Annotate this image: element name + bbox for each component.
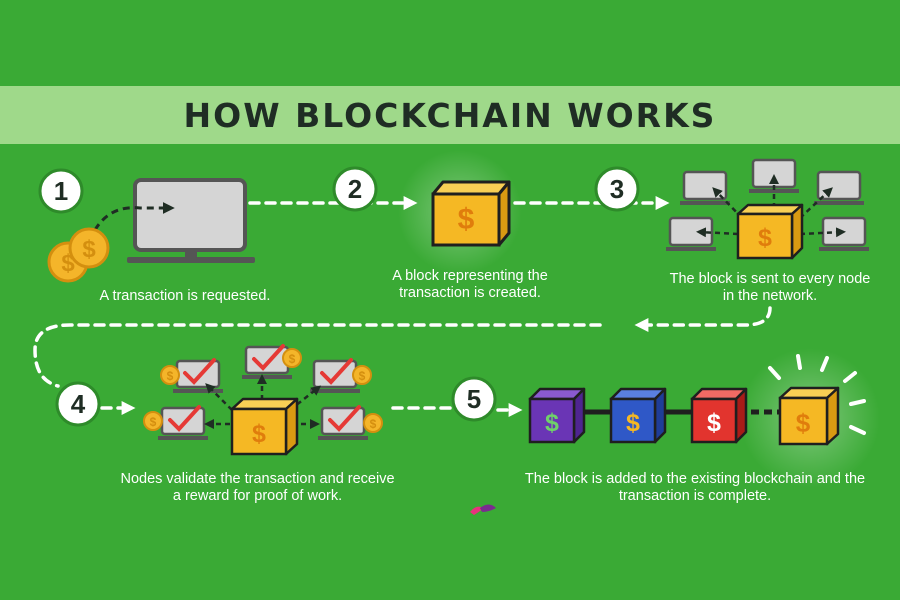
step-4-badge: 4 [55, 381, 101, 427]
coin-icon: $ $ [47, 227, 110, 283]
network-arrows [696, 174, 846, 238]
step-1-caption: A transaction is requested. [99, 288, 271, 304]
check-icon [183, 358, 216, 385]
block-icon: $ [736, 203, 804, 260]
computer-icon [127, 178, 255, 263]
check-icon [168, 405, 201, 432]
check-icon [252, 344, 285, 371]
computer-icon [814, 170, 864, 205]
coin-symbol: $ [167, 369, 174, 383]
arrow-return [33, 323, 602, 388]
validator-node: $ [242, 344, 302, 379]
coin-symbol: $ [370, 417, 377, 431]
validator-node: $ [318, 405, 383, 440]
step-4-caption: Nodes validate the transaction and recei… [120, 471, 395, 504]
computer-icon [819, 216, 869, 251]
coin-icon [282, 348, 302, 368]
coin-icon [143, 411, 163, 431]
coin-symbol: $ [150, 415, 157, 429]
step-5-number: 5 [467, 384, 481, 414]
block-symbol: $ [458, 203, 475, 236]
coin-symbol: $ [359, 369, 366, 383]
logo-icon [470, 504, 496, 515]
computer-icon [680, 170, 730, 205]
step-3-caption: The block is sent to every node in the n… [669, 271, 871, 304]
step-5-caption: The block is added to the existing block… [524, 471, 866, 504]
validator-node: $ [310, 358, 372, 393]
block-symbol: $ [545, 409, 559, 437]
validator-nodes: $ $ $ $ [143, 344, 383, 456]
computer-icon [666, 216, 716, 251]
validator-node: $ [160, 358, 223, 393]
block-icon: $ [431, 180, 511, 247]
coin-symbol: $ [82, 236, 96, 263]
network-nodes: $ [666, 158, 869, 260]
block-symbol: $ [626, 409, 640, 437]
block-icon-new: $ [778, 386, 840, 446]
step-1-badge: 1 [38, 168, 84, 214]
shine-rays [768, 354, 866, 435]
coin-icon [160, 365, 180, 385]
check-icon [328, 405, 361, 432]
step-3-badge: 3 [594, 166, 640, 212]
title-banner [0, 86, 900, 144]
block-icon: $ [230, 397, 299, 456]
arrow-3-down [634, 306, 772, 332]
block-symbol: $ [252, 420, 266, 448]
block-icon-red: $ [690, 387, 748, 444]
flow-paths [33, 196, 772, 417]
block-symbol: $ [758, 224, 772, 252]
step-4-number: 4 [71, 389, 86, 419]
step-1-number: 1 [54, 176, 68, 206]
step-2-caption: A block representing the transaction is … [392, 268, 548, 301]
block-icon-blue: $ [609, 387, 667, 444]
block-symbol: $ [796, 408, 811, 438]
step-2-number: 2 [348, 174, 362, 204]
request-arrow-icon [93, 202, 175, 231]
coin-symbol: $ [289, 352, 296, 366]
step-2-badge: 2 [332, 166, 378, 212]
check-icon [320, 358, 353, 385]
block-symbol: $ [707, 409, 721, 437]
validator-node: $ [143, 405, 208, 440]
coin-icon [363, 413, 383, 433]
coin-icon [352, 365, 372, 385]
step-3-number: 3 [610, 174, 624, 204]
step-5-badge: 5 [451, 376, 497, 422]
page-title: HOW BLOCKCHAIN WORKS [183, 96, 717, 135]
blockchain-chain: $ $ $ $ [528, 354, 866, 446]
block-icon-purple: $ [528, 387, 586, 444]
